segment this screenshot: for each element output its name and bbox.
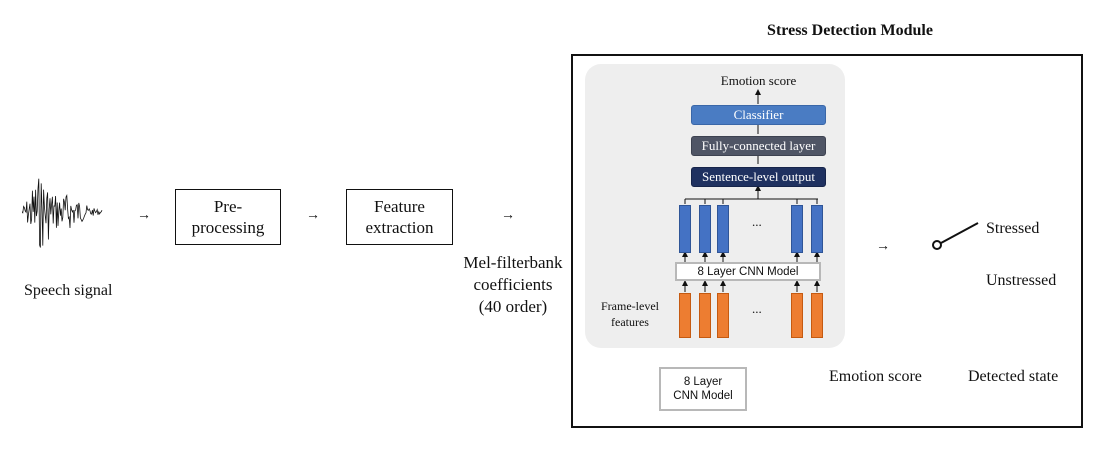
legend-cnn-model-box: 8 Layer CNN Model [659, 367, 747, 411]
frame-feature-bar [679, 293, 691, 338]
arrow-icon: → [501, 208, 515, 223]
stressed-label: Stressed [986, 220, 1040, 237]
hidden-feature-bar [717, 205, 729, 253]
ellipsis: ... [752, 301, 762, 316]
feature-extraction-box: Feature extraction [346, 189, 453, 245]
hidden-feature-bar [679, 205, 691, 253]
arrow-icon: → [876, 239, 890, 254]
frame-feature-bar [699, 293, 711, 338]
unstressed-label: Unstressed [986, 272, 1057, 289]
arrow-icon: → [137, 208, 151, 223]
speech-waveform [22, 178, 103, 248]
mel-filterbank-label: Mel-filterbank coefficients (40 order) [463, 253, 563, 316]
frame-level-features-label: Frame-level features [601, 299, 659, 329]
preprocessing-box: Pre- processing [175, 189, 281, 245]
module-title: Stress Detection Module [767, 22, 933, 39]
ellipsis: ... [752, 214, 762, 229]
fully-connected-layer: Fully-connected layer [691, 136, 826, 156]
switch-icon [932, 222, 979, 250]
frame-feature-bar [811, 293, 823, 338]
stress-detection-module [571, 54, 1083, 428]
hidden-feature-bar [791, 205, 803, 253]
speech-signal-label: Speech signal [24, 282, 113, 299]
emotion-score-output-label: Emotion score [720, 73, 797, 88]
arrow-icon: → [306, 208, 320, 223]
cnn-model-box: 8 Layer CNN Model [675, 262, 821, 281]
classifier-layer: Classifier [691, 105, 826, 125]
connector-arrows [682, 89, 820, 292]
emotion-score-label: Emotion score [829, 368, 922, 385]
detected-state-label: Detected state [968, 368, 1059, 385]
frame-feature-bar [791, 293, 803, 338]
hidden-feature-bar [811, 205, 823, 253]
frame-feature-bar [717, 293, 729, 338]
sentence-level-output-layer: Sentence-level output [691, 167, 826, 187]
hidden-feature-bar [699, 205, 711, 253]
